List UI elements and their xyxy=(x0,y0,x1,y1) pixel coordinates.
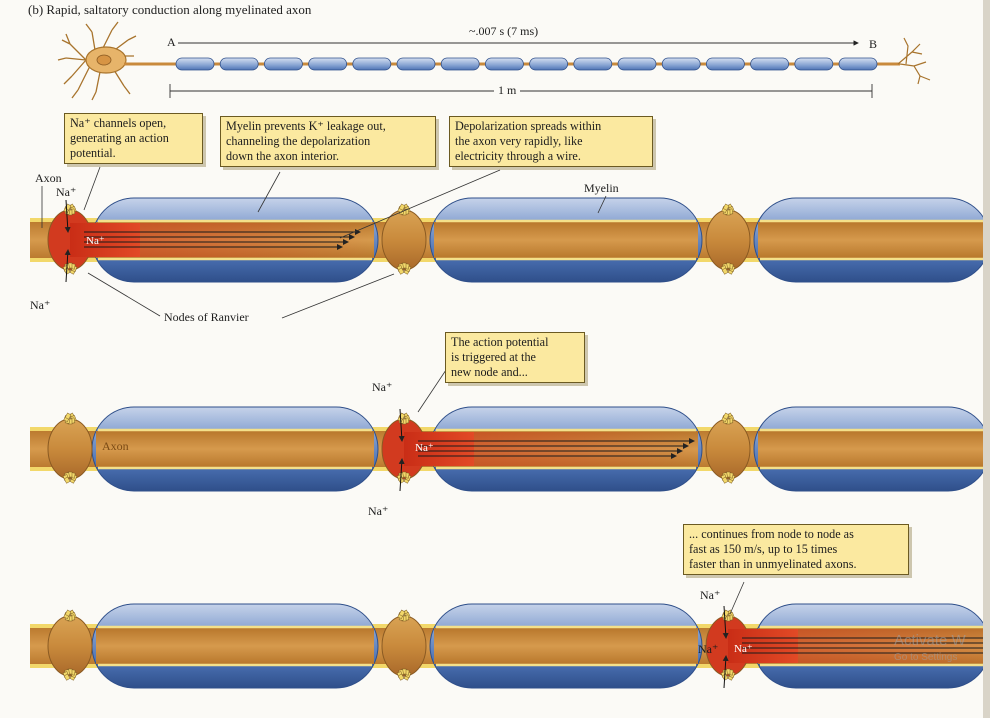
overview-myelin-segment xyxy=(352,57,392,71)
ion-channel xyxy=(397,267,405,275)
overview-myelin-segment xyxy=(794,57,834,71)
overview-myelin-segment xyxy=(750,57,789,71)
cell-body-icon xyxy=(57,21,137,101)
overview-myelin-segment xyxy=(440,57,480,71)
windows-activation-watermark: Activate W Go to Settings xyxy=(894,633,966,665)
time-label: ~.007 s (7 ms) xyxy=(466,24,542,39)
callout-myelin-prevents-leakage: Myelin prevents K⁺ leakage out, channeli… xyxy=(220,116,436,167)
label-axon-p1: Axon xyxy=(35,171,62,185)
na-influx-arrow xyxy=(722,655,729,689)
node-of-ranvier xyxy=(705,209,751,271)
na-influx-arrow xyxy=(64,249,71,283)
node-of-ranvier xyxy=(705,418,751,480)
na-influx-arrow xyxy=(398,458,405,492)
ion-channel xyxy=(721,476,729,484)
panel-1-axon xyxy=(30,197,990,283)
ion-channel xyxy=(398,203,406,211)
depolarized-region xyxy=(728,629,798,663)
label-na-top-p2: Na⁺ xyxy=(372,380,393,394)
axon-inside-sheath xyxy=(96,628,374,664)
neuron-overview xyxy=(57,21,931,101)
callout-depolarization-spreads: Depolarization spreads within the axon v… xyxy=(449,116,653,167)
ion-channel xyxy=(722,203,730,211)
label-myelin: Myelin xyxy=(584,181,619,195)
figure-title: (b) Rapid, saltatory conduction along my… xyxy=(28,2,312,17)
callout-continues-node-to-node: ... continues from node to node as fast … xyxy=(683,524,909,575)
depolarized-region xyxy=(404,432,474,466)
overview-myelin-segment xyxy=(838,57,878,71)
na-influx-arrow xyxy=(398,408,405,442)
na-influx-arrow xyxy=(64,199,71,233)
overview-myelin-segment xyxy=(573,57,613,71)
label-na-inside-p3: Na⁺ xyxy=(734,643,753,655)
watermark-line-1: Activate W xyxy=(894,632,966,649)
panel-2-axon xyxy=(30,406,990,492)
overview-myelin-segment xyxy=(308,57,348,71)
label-nodes-of-ranvier: Nodes of Ranvier xyxy=(164,310,249,324)
label-na-inside-p1: Na⁺ xyxy=(86,235,105,247)
label-na-bottom-p2: Na⁺ xyxy=(368,504,389,518)
overview-myelin-segment xyxy=(263,57,303,71)
depolarization-spread xyxy=(474,432,704,466)
axon-inside-sheath xyxy=(434,222,698,258)
label-na-left-p3: Na⁺ xyxy=(698,642,719,656)
ion-channel xyxy=(63,476,71,484)
depolarization-spread xyxy=(798,629,990,663)
length-label: 1 m xyxy=(494,83,521,98)
ion-channel xyxy=(398,609,406,617)
overview-myelin-segment xyxy=(396,57,436,71)
label-axon-p2: Axon xyxy=(102,439,129,453)
label-na-inside-p2: Na⁺ xyxy=(415,442,434,454)
axon-inside-sheath xyxy=(758,431,986,467)
node-of-ranvier xyxy=(381,615,427,677)
overview-myelin-segment xyxy=(661,57,701,71)
overview-myelin-segments xyxy=(175,57,878,71)
axon-inside-sheath xyxy=(758,222,986,258)
overview-myelin-segment xyxy=(484,57,524,71)
depolarized-region xyxy=(70,223,140,257)
na-influx-arrow xyxy=(722,605,729,639)
axon-inside-sheath xyxy=(96,431,374,467)
label-na-bottom-p1: Na⁺ xyxy=(30,298,51,312)
overview-myelin-segment xyxy=(175,57,215,71)
node-of-ranvier xyxy=(381,209,427,271)
nucleus xyxy=(96,54,112,66)
label-na-top-p3: Na⁺ xyxy=(700,588,721,602)
ion-channel xyxy=(722,412,730,420)
node-of-ranvier xyxy=(47,615,93,677)
overview-myelin-segment xyxy=(219,57,259,71)
panel-3-axon xyxy=(30,603,990,689)
depolarization-spread xyxy=(140,223,370,257)
ion-channel xyxy=(64,609,72,617)
label-b: B xyxy=(869,37,878,51)
node-of-ranvier xyxy=(47,418,93,480)
watermark-line-2: Go to Settings xyxy=(894,652,958,663)
axon-inside-sheath xyxy=(434,628,698,664)
callout-action-potential-triggered: The action potential is triggered at the… xyxy=(445,332,585,383)
axon-terminal-icon xyxy=(897,37,931,85)
label-na-top-p1: Na⁺ xyxy=(56,185,77,199)
vertical-scrollbar[interactable] xyxy=(983,0,990,718)
ion-channel xyxy=(63,673,71,681)
ion-channel xyxy=(64,412,72,420)
overview-myelin-segment xyxy=(706,57,745,71)
ion-channel xyxy=(721,267,729,275)
overview-myelin-segment xyxy=(617,57,657,71)
overview-myelin-segment xyxy=(529,57,568,71)
label-a: A xyxy=(167,35,176,49)
ion-channel xyxy=(397,673,405,681)
callout-na-channels-open: Na⁺ channels open, generating an action … xyxy=(64,113,203,164)
